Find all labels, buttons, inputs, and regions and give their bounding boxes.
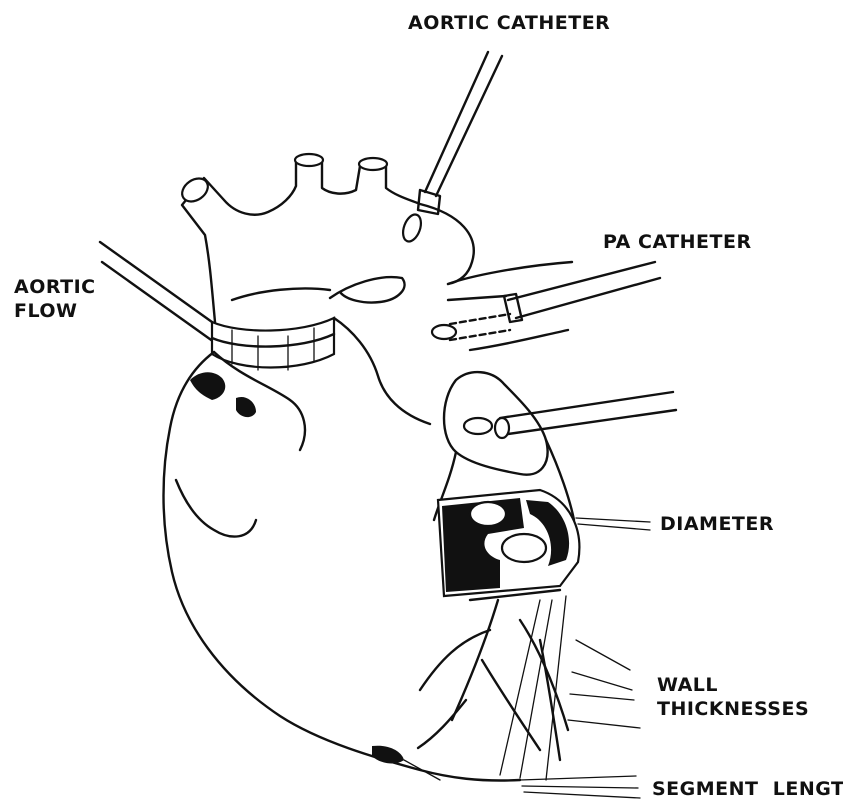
- aortic-flow-probe-leads: [100, 242, 214, 342]
- atrial-catheter-tube: [444, 372, 676, 475]
- pa-catheter-label: PA CATHETER: [603, 231, 752, 255]
- aortic-flow-label: AORTIC FLOW: [14, 276, 96, 324]
- aortic-flow-label-line1: AORTIC: [14, 276, 96, 300]
- wall-thicknesses-label-line1: WALL: [657, 674, 809, 698]
- segment-length-label: SEGMENT LENGTH: [652, 778, 843, 802]
- ventricle-window: [438, 490, 579, 600]
- base-shading: [372, 746, 440, 780]
- segment-length-leads: [520, 776, 640, 798]
- aortic-flow-label-line2: FLOW: [14, 300, 96, 324]
- wall-thicknesses-label-line2: THICKNESSES: [657, 698, 809, 722]
- diameter-label: DIAMETER: [660, 513, 774, 537]
- diameter-leads: [576, 518, 650, 530]
- aortic-flow-probe: [212, 318, 334, 370]
- wall-thicknesses-label: WALL THICKNESSES: [657, 674, 809, 722]
- aortic-arch: [178, 154, 474, 322]
- aortic-catheter-label: AORTIC CATHETER: [408, 12, 610, 36]
- coronary-vessels: [418, 600, 568, 760]
